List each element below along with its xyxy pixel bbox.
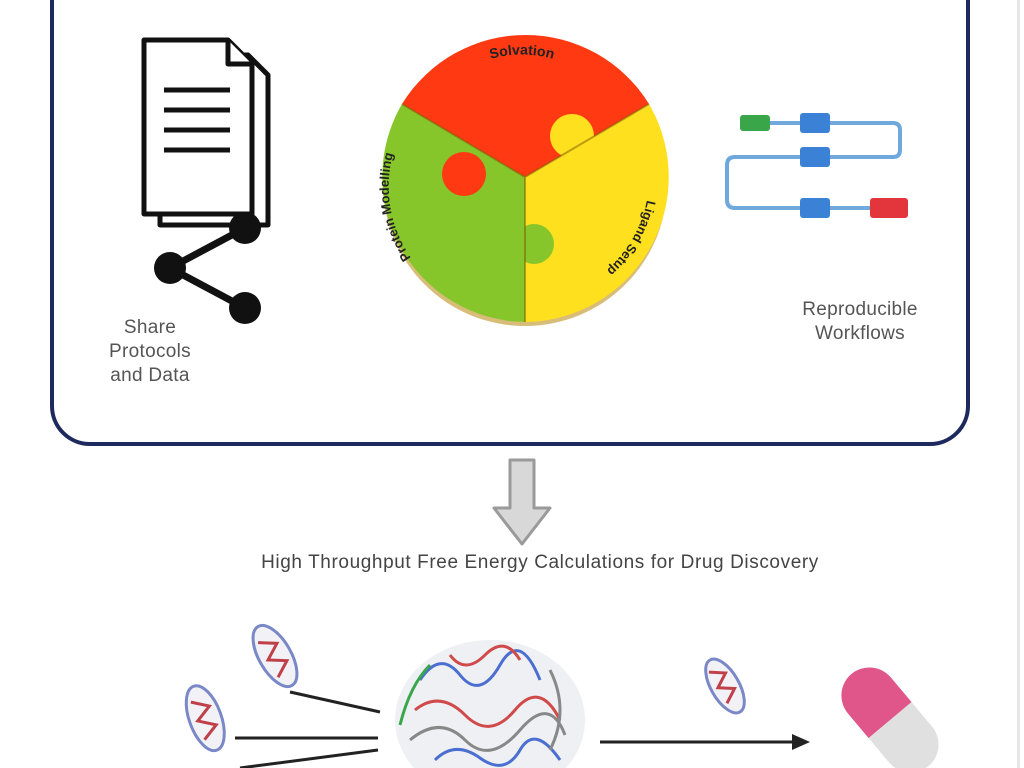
puzzle-label-top: Solvation <box>488 41 557 61</box>
reproducible-workflows-label: Reproducible Workflows <box>802 299 918 344</box>
drug-discovery-illustration <box>184 623 939 768</box>
arrow-line-3 <box>239 748 379 768</box>
caption-text: High Throughput Free Energy Calculations… <box>261 552 819 573</box>
workflow-diagram-icon <box>725 113 908 218</box>
workflow-box-3 <box>800 198 830 218</box>
puzzle-piece-right <box>525 104 669 322</box>
puzzle-piece-top <box>402 34 649 177</box>
ligand-molecule-icon-1 <box>251 623 299 688</box>
page-edge-divider <box>1017 0 1020 768</box>
arrow-line-1 <box>289 690 381 714</box>
share-icon <box>154 212 261 324</box>
protein-structure-icon <box>395 640 585 768</box>
workflow-end-box <box>870 198 908 218</box>
document-share-icon-group <box>141 37 271 324</box>
down-arrow-icon <box>492 458 552 546</box>
document-stack-icon <box>141 37 271 228</box>
share-protocols-label: Share Protocols and Data <box>109 317 191 386</box>
puzzle-circle-diagram: Solvation Protein Modelling Ligand Setup <box>377 34 669 326</box>
puzzle-piece-left <box>382 104 525 322</box>
pill-capsule-icon <box>841 667 939 768</box>
arrowhead-icon <box>792 734 810 750</box>
top-panel-frame <box>50 0 970 446</box>
workflow-box-1 <box>800 113 830 133</box>
ligand-molecule-icon-3 <box>704 657 746 715</box>
ligand-molecule-icon-2 <box>184 684 226 753</box>
workflow-box-2 <box>800 147 830 167</box>
workflow-start-box <box>740 115 770 131</box>
